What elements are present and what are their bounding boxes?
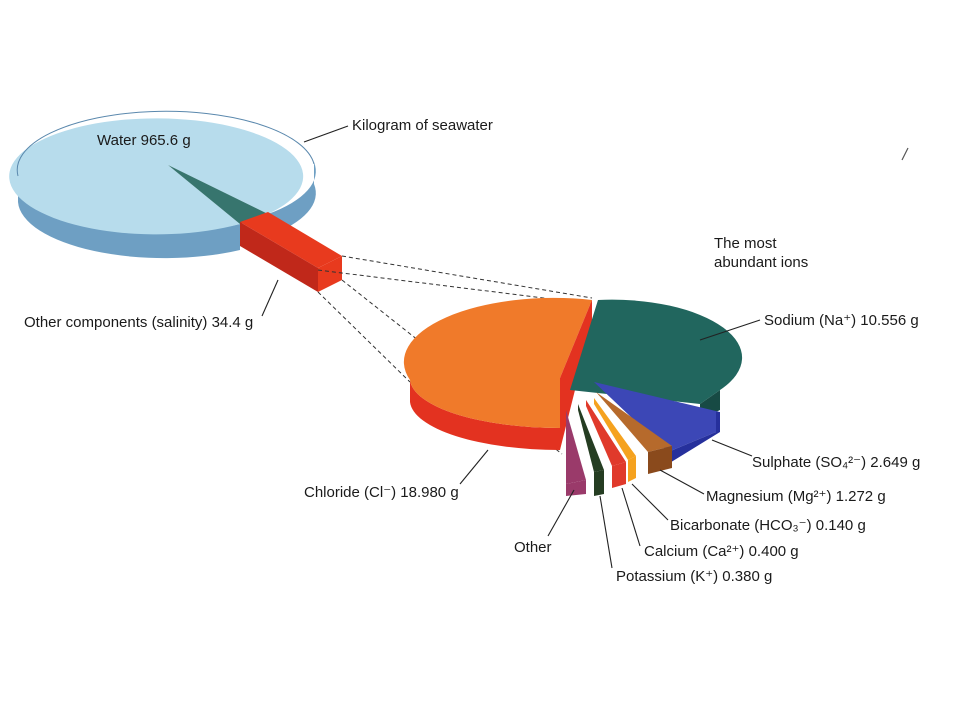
water-slice-cut-face [168, 165, 268, 224]
potassium-slice [578, 404, 604, 472]
label-water: Water 965.6 g [97, 132, 191, 149]
leader-kilogram [303, 125, 349, 143]
sulphate-slice-side [668, 412, 720, 464]
ions-pie [403, 297, 743, 496]
leader-calcium [621, 487, 641, 547]
water-rim [16, 110, 315, 177]
ions-title-line-2: abundant ions [714, 254, 808, 271]
ions-title-line-1: The most [714, 235, 777, 252]
other-slice-side [566, 480, 586, 496]
connector-line-3 [317, 291, 411, 383]
calcium-slice [586, 400, 626, 466]
salinity-wedge-end [318, 256, 342, 292]
label-calcium: Calcium (Ca²⁺) 0.400 g [644, 543, 799, 560]
leader-sodium [699, 319, 761, 341]
water-slice-side [18, 176, 240, 259]
water-slice-side-right [268, 162, 316, 236]
label-chloride: Chloride (Cl⁻) 18.980 g [304, 484, 459, 501]
label-sodium: Sodium (Na⁺) 10.556 g [764, 312, 919, 329]
leader-chloride [459, 449, 489, 485]
water-slice [9, 118, 304, 235]
sulphate-slice [594, 382, 720, 452]
connector-line-1 [341, 255, 593, 299]
label-kilogram-of-seawater: Kilogram of seawater [352, 117, 493, 134]
label-sulphate: Sulphate (SO₄²⁻) 2.649 g [752, 454, 920, 471]
leader-salinity [261, 279, 279, 317]
salinity-wedge-top [240, 212, 342, 268]
scan-mark [901, 147, 909, 161]
other-slice [566, 410, 586, 484]
leader-bicarbonate [631, 483, 669, 521]
leader-potassium [599, 495, 613, 569]
potassium-slice-side [594, 470, 604, 496]
chloride-slice [403, 297, 592, 428]
leader-other [547, 489, 575, 537]
salinity-wedge [240, 212, 342, 292]
label-salinity: Other components (salinity) 34.4 g [24, 314, 253, 331]
magnesium-slice-side [648, 446, 672, 474]
leader-magnesium [659, 469, 705, 495]
calcium-slice-side [612, 462, 626, 488]
bicarbonate-slice-side [628, 456, 636, 482]
sodium-slice [570, 299, 743, 404]
label-magnesium: Magnesium (Mg²⁺) 1.272 g [706, 488, 886, 505]
label-bicarbonate: Bicarbonate (HCO₃⁻) 0.140 g [670, 517, 866, 534]
label-potassium: Potassium (K⁺) 0.380 g [616, 568, 772, 585]
bicarbonate-slice [594, 398, 636, 460]
salinity-wedge-front [240, 222, 318, 292]
chloride-slice-side [410, 380, 560, 450]
leader-sulphate [711, 439, 753, 457]
magnesium-slice [596, 392, 672, 452]
seawater-pie [9, 110, 316, 259]
label-other: Other [514, 539, 552, 556]
